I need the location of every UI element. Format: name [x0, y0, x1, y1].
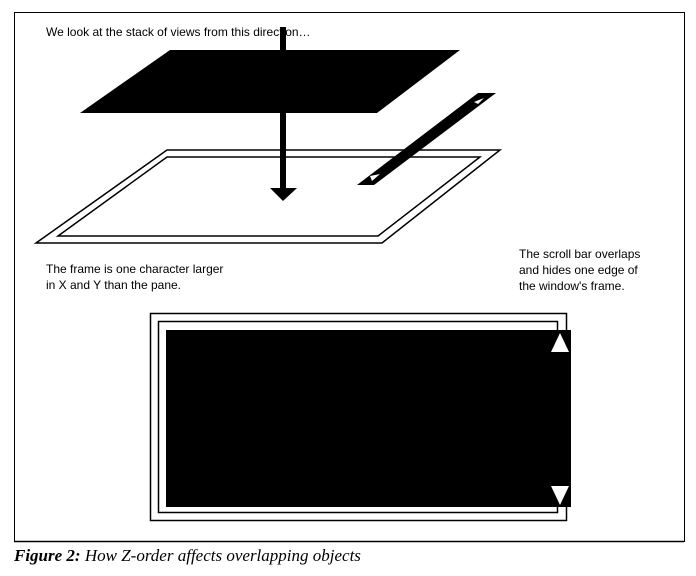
view-direction-arrow-head — [270, 188, 297, 201]
scrollbar-down-arrow — [370, 174, 380, 181]
frame-note: The frame is one character larger in X a… — [46, 261, 223, 293]
view-direction-label: We look at the stack of views from this … — [46, 25, 311, 39]
scrollbar-note-line: the window's frame. — [519, 279, 625, 293]
scrollbar-up-arrow — [474, 98, 484, 104]
scroll-down-arrow-icon — [551, 486, 569, 505]
caption-prefix: Figure 2: — [14, 546, 81, 565]
scrollbar-note-line: The scroll bar overlaps — [519, 247, 641, 261]
caption-text: How Z-order affects overlapping objects — [84, 546, 361, 565]
content-view-layer — [80, 50, 460, 113]
scrollbar-note-line: and hides one edge of — [519, 263, 638, 277]
scrollbar-layer — [357, 93, 496, 185]
result-pane — [166, 330, 571, 507]
figure-caption: Figure 2: How Z-order affects overlappin… — [14, 546, 361, 566]
frame-note-line: The frame is one character larger — [46, 262, 224, 276]
view-direction-arrow-shaft — [280, 27, 286, 190]
scrollbar-note: The scroll bar overlaps and hides one ed… — [519, 246, 640, 294]
scroll-up-arrow-icon — [551, 333, 569, 352]
frame-note-line: in X and Y than the pane. — [46, 278, 182, 292]
window-pane-layer — [55, 156, 483, 237]
